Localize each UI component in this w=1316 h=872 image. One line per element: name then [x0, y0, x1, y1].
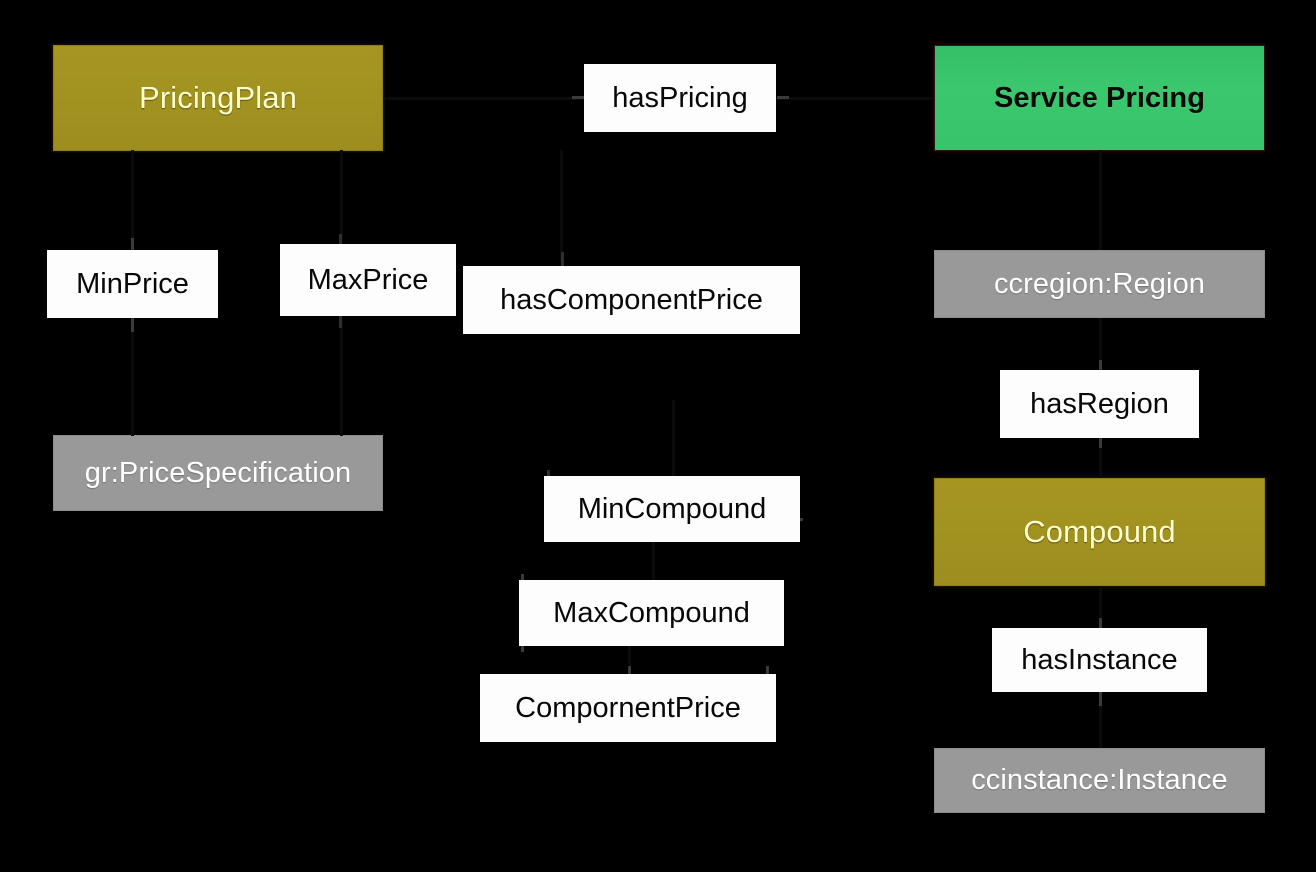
- arrow-stub-hascomponentprice-top: [561, 252, 564, 268]
- edge-label-compornentprice-text: CompornentPrice: [515, 691, 741, 724]
- edge-maxcompound-to-compornentprice: [628, 645, 631, 675]
- edge-pricingplan-to-hascomponentprice: [560, 150, 563, 262]
- node-ccregion-region[interactable]: ccregion:Region: [934, 250, 1265, 318]
- node-ccinstance-instance-label: ccinstance:Instance: [971, 764, 1228, 796]
- edge-minprice-to-pricespec: [131, 318, 134, 436]
- arrow-stub-hasregion-top: [1099, 360, 1102, 374]
- edge-pricingplan-to-minprice: [131, 150, 134, 250]
- edge-pricingplan-to-maxprice: [340, 150, 343, 242]
- edge-mincompound-to-maxcompound: [652, 540, 655, 580]
- edge-label-maxprice[interactable]: MaxPrice: [280, 244, 456, 316]
- edge-compound-to-hasinstance: [1099, 586, 1102, 628]
- edge-hasregion-to-compound: [1099, 436, 1102, 478]
- arrow-stub-hasinstance-top: [1099, 618, 1102, 632]
- node-pricingplan-label: PricingPlan: [139, 80, 297, 115]
- node-gr-pricespecification[interactable]: gr:PriceSpecification: [53, 435, 383, 511]
- edge-label-mincompound[interactable]: MinCompound: [544, 476, 800, 542]
- arrow-stub-maxprice-top: [339, 234, 342, 250]
- node-service-pricing-label: Service Pricing: [993, 81, 1206, 114]
- node-gr-pricespecification-label: gr:PriceSpecification: [84, 456, 352, 489]
- arrow-stub-haspricing-left: [572, 96, 584, 99]
- edge-label-maxprice-text: MaxPrice: [307, 263, 429, 296]
- edge-label-minprice-text: MinPrice: [76, 267, 189, 300]
- edge-label-hasinstance[interactable]: hasInstance: [992, 628, 1207, 692]
- edge-compound-to-mincompound: [672, 400, 675, 476]
- arrow-stub-minprice-top: [131, 238, 134, 252]
- arrow-stub-maxprice-bottom: [339, 312, 342, 328]
- edge-label-compornentprice[interactable]: CompornentPrice: [480, 674, 776, 742]
- edge-pricingplan-to-servicepricing-right: [777, 97, 934, 100]
- arrow-stub-haspricing-right: [777, 96, 789, 99]
- arrow-stub-hasinstance-bottom: [1099, 692, 1102, 706]
- arrow-stub-hasregion-bottom: [1099, 436, 1102, 448]
- edge-label-hasinstance-text: hasInstance: [1021, 643, 1178, 676]
- edge-ccregion-to-hasregion: [1099, 318, 1102, 372]
- edge-label-hasregion[interactable]: hasRegion: [1000, 370, 1199, 438]
- edge-label-mincompound-text: MinCompound: [577, 492, 767, 525]
- node-pricingplan[interactable]: PricingPlan: [53, 45, 383, 151]
- edge-servicepricing-to-ccregion: [1099, 150, 1102, 250]
- arrow-stub-maxcompound-bottomleft: [521, 640, 524, 652]
- edge-label-hascomponentprice-text: hasComponentPrice: [500, 283, 763, 316]
- arrow-stub-minprice-bottom: [131, 318, 134, 332]
- edge-hasinstance-to-ccinstance: [1099, 692, 1102, 748]
- edge-maxprice-to-pricespec: [340, 318, 343, 436]
- arrow-stub-compornentprice-top: [628, 666, 631, 678]
- node-compound[interactable]: Compound: [934, 478, 1265, 586]
- edge-label-hasregion-text: hasRegion: [1030, 387, 1169, 420]
- edge-label-minprice[interactable]: MinPrice: [47, 250, 218, 318]
- edge-label-hascomponentprice[interactable]: hasComponentPrice: [463, 266, 800, 334]
- edge-label-maxcompound-text: MaxCompound: [553, 596, 750, 629]
- edge-label-maxcompound[interactable]: MaxCompound: [519, 580, 784, 646]
- node-service-pricing[interactable]: Service Pricing: [934, 45, 1265, 151]
- node-compound-label: Compound: [1023, 514, 1176, 549]
- node-ccregion-region-label: ccregion:Region: [993, 267, 1206, 300]
- edge-label-haspricing[interactable]: hasPricing: [584, 64, 776, 132]
- edge-pricingplan-to-servicepricing-left: [383, 97, 583, 100]
- node-ccinstance-instance[interactable]: ccinstance:Instance: [934, 748, 1265, 813]
- arrow-stub-compornentprice-topright: [766, 666, 769, 678]
- edge-label-haspricing-text: hasPricing: [612, 81, 748, 114]
